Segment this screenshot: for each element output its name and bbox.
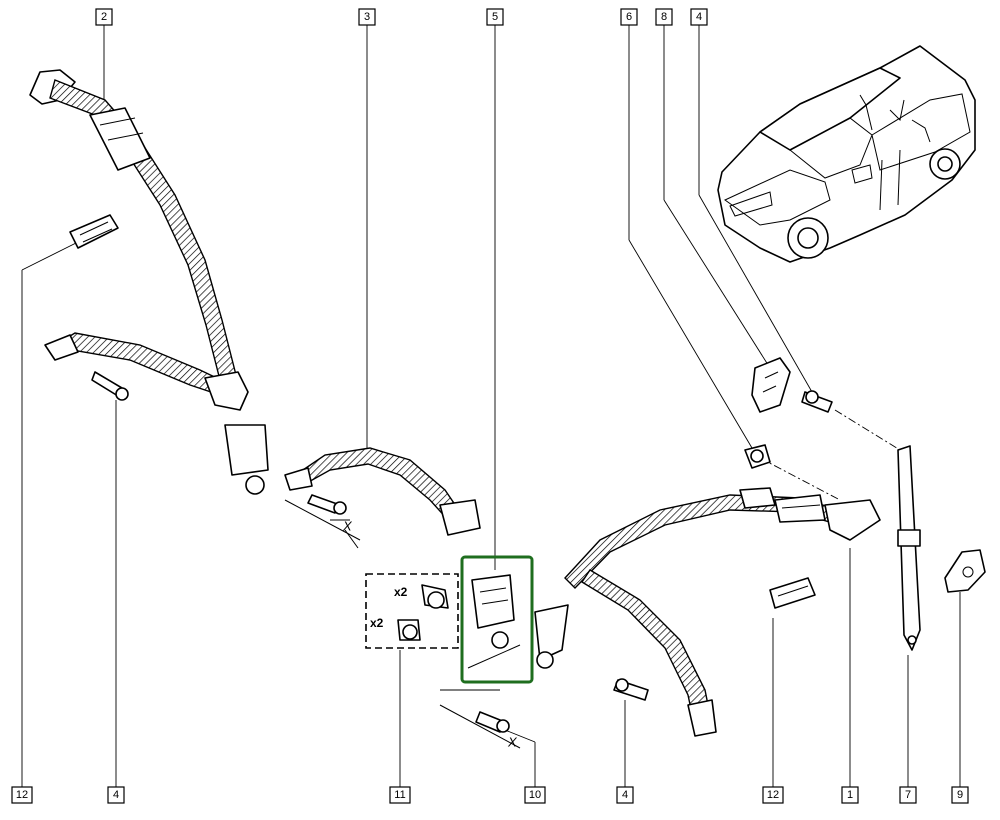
callout-2: 2 <box>95 8 113 26</box>
callout-1: 1 <box>841 786 859 804</box>
center-lap-belt <box>284 447 481 549</box>
buckle-bolt <box>439 689 521 749</box>
dimension-mark-lower: X <box>507 735 518 750</box>
callout-12-left: 12 <box>11 786 33 804</box>
spacer-washer <box>744 444 771 469</box>
callout-6: 6 <box>620 8 638 26</box>
svg-text:4: 4 <box>696 11 702 23</box>
quantity-label-upper: x2 <box>394 585 408 599</box>
svg-text:6: 6 <box>626 11 632 23</box>
vehicle-illustration <box>717 45 976 263</box>
height-adjuster-rail <box>897 445 921 651</box>
svg-text:5: 5 <box>492 11 498 23</box>
svg-text:12: 12 <box>16 789 28 801</box>
quantity-label-lower: x2 <box>370 616 384 630</box>
trim-clip-left <box>69 214 119 249</box>
anchor-bolt-mid <box>613 678 649 701</box>
svg-text:4: 4 <box>622 789 628 801</box>
callout-9: 9 <box>951 786 969 804</box>
svg-text:10: 10 <box>529 789 541 801</box>
svg-text:7: 7 <box>905 789 911 801</box>
trim-clip-right <box>769 577 816 609</box>
svg-text:9: 9 <box>957 789 963 801</box>
callout-3: 3 <box>358 8 376 26</box>
rear-buckle <box>534 604 569 669</box>
svg-text:1: 1 <box>847 789 853 801</box>
callout-4-mid: 4 <box>616 786 634 804</box>
callout-8: 8 <box>655 8 673 26</box>
callout-7: 7 <box>899 786 917 804</box>
callout-11: 11 <box>389 786 411 804</box>
anchor-bolt-upper <box>801 390 833 413</box>
svg-text:3: 3 <box>364 11 370 23</box>
callout-12-right: 12 <box>762 786 784 804</box>
center-buckle-highlighted <box>460 555 534 684</box>
callout-4-top: 4 <box>690 8 708 26</box>
svg-text:2: 2 <box>101 11 107 23</box>
cover-cap <box>944 549 986 593</box>
fastener-kit: x2 x2 <box>365 573 459 649</box>
svg-text:4: 4 <box>113 789 119 801</box>
svg-text:11: 11 <box>394 789 405 801</box>
callout-4-left: 4 <box>107 786 125 804</box>
rear-belt-assembly <box>564 487 881 737</box>
anchor-bolt-left <box>91 371 129 401</box>
dimension-mark-left: X <box>342 519 353 534</box>
svg-text:12: 12 <box>767 789 779 801</box>
callout-5: 5 <box>486 8 504 26</box>
trim-cover <box>751 357 791 413</box>
svg-text:8: 8 <box>661 11 667 23</box>
leader-lines <box>21 25 961 787</box>
callout-10: 10 <box>524 786 546 804</box>
front-belt-assembly <box>29 69 269 495</box>
